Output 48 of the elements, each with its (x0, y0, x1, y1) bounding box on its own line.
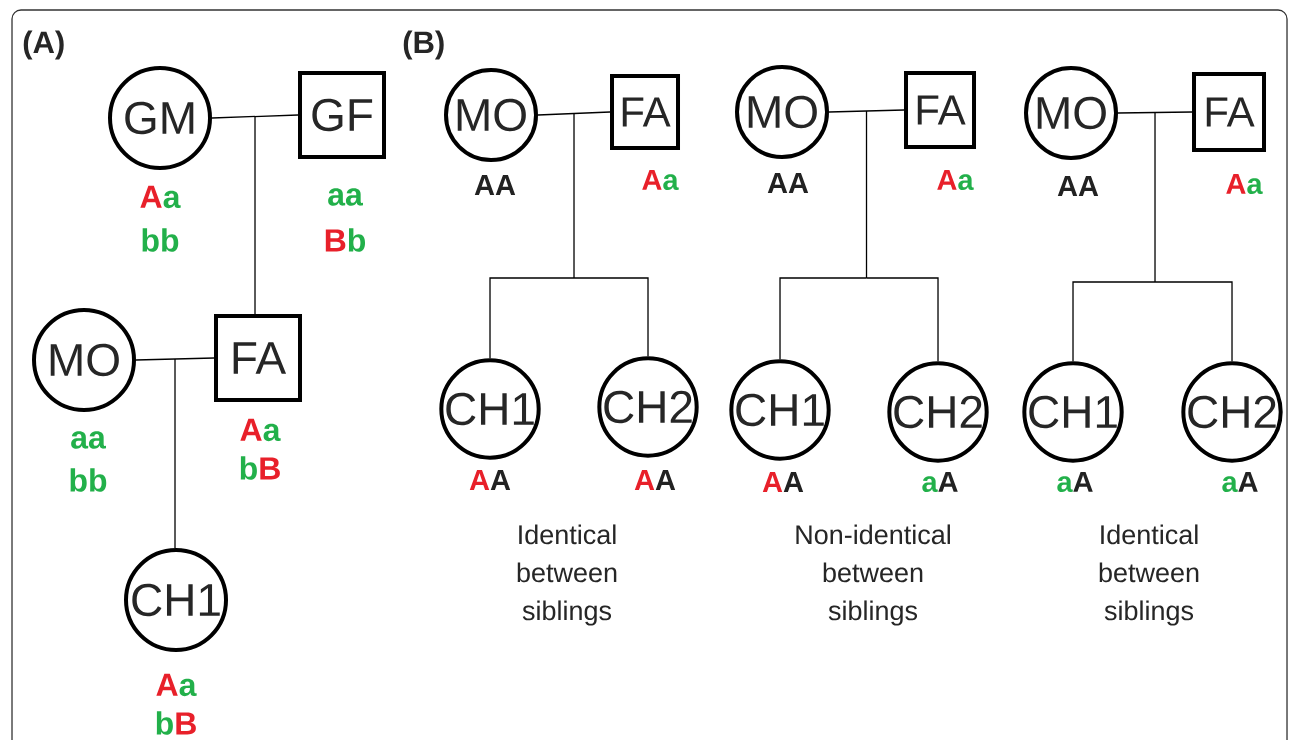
genotype-label: bB (240, 456, 280, 480)
genotype-label: bb (70, 468, 107, 492)
caption-text: Identical between siblings (517, 524, 617, 626)
caption-text: Identical between siblings (1099, 524, 1199, 626)
panel-label: (A) (23, 30, 64, 60)
genotype-label: Aa (937, 169, 974, 191)
genotype-label: AA (469, 470, 511, 490)
genotype-label: AA (474, 175, 516, 195)
genotype-label: AA (1057, 176, 1099, 196)
pedigree-line (828, 109, 905, 113)
pedigree-line (1154, 111, 1156, 283)
pedigree-line (573, 112, 575, 279)
pedigree-line (573, 277, 649, 357)
panel-label: (B) (403, 30, 444, 60)
pedigree-square: FA (610, 74, 680, 150)
pedigree-line (865, 277, 939, 362)
pedigree-square: FA (1192, 72, 1266, 152)
genotype-label: Aa (240, 418, 281, 442)
pedigree-line (489, 277, 575, 359)
genotype-label: aa (71, 431, 106, 449)
pedigree-line (135, 357, 215, 361)
pedigree-square: GF (298, 71, 386, 159)
pedigree-line (1154, 281, 1233, 362)
pedigree-line (1072, 281, 1156, 362)
pedigree-line (1117, 111, 1193, 114)
caption-text: Non-identical between siblings (796, 524, 950, 626)
pedigree-line (779, 277, 868, 360)
genotype-label: aA (922, 471, 958, 493)
pedigree-line (211, 114, 299, 119)
genotype-label: Aa (642, 169, 679, 191)
genotype-label: Aa (1226, 173, 1263, 195)
pedigree-line (174, 358, 176, 549)
genotype-label: bb (142, 228, 179, 252)
genotype-label: bB (156, 711, 196, 735)
pedigree-square: FA (214, 314, 302, 402)
genotype-label: aA (1222, 471, 1258, 493)
genotype-label: AA (767, 173, 809, 193)
genotype-label: Bb (325, 228, 365, 252)
pedigree-line (865, 110, 868, 279)
genotype-label: AA (634, 470, 676, 490)
genotype-label: Aa (140, 185, 181, 209)
genotype-label: Aa (156, 673, 197, 697)
pedigree-line (254, 115, 256, 315)
genotype-label: aA (1057, 471, 1093, 493)
genotype-label: aa (328, 188, 363, 206)
genotype-label: AA (762, 472, 804, 492)
pedigree-line (537, 111, 611, 116)
pedigree-square: FA (904, 71, 976, 149)
